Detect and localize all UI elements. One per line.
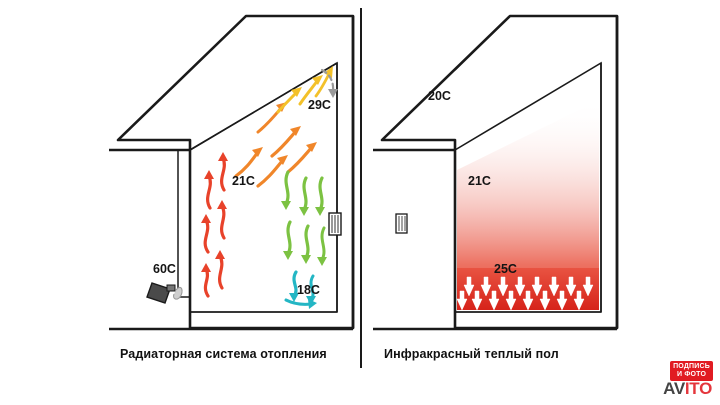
watermark: ПОДПИСЬ И ФОТО AVITO [592,361,714,401]
left-heat-source-unit [146,282,183,304]
temp-label-20c: 20C [428,89,451,103]
temp-label-29c: 29C [308,98,331,112]
temp-label-21c-right: 21C [468,174,491,188]
right-room-inner-walls [454,15,602,313]
left-ceiling-arrows [276,66,333,114]
left-cold-floor-arrows [284,270,317,309]
right-infrared-arrows [456,276,594,311]
watermark-brand-suffix: ITO [684,379,712,398]
watermark-badge: ПОДПИСЬ И ФОТО [670,361,713,381]
watermark-brand: AVITO [663,379,712,399]
temp-label-60c: 60C [153,262,176,276]
right-room-heat-gradient [457,100,599,310]
caption-radiator-system: Радиаторная система отопления [120,347,327,361]
temp-label-18c: 18C [297,283,320,297]
watermark-line2: И ФОТО [676,371,707,378]
watermark-brand-text: AV [663,379,685,398]
temp-label-21c-left: 21C [232,174,255,188]
left-warm-air-arrows [234,102,317,188]
left-hot-air-arrows [201,152,228,298]
left-door-frame [177,149,190,298]
left-cooling-air-arrows [281,170,327,266]
left-house-outline [109,14,355,330]
watermark-line1: ПОДПИСЬ [673,363,710,370]
left-return-air-arrow [320,68,338,98]
caption-infrared-floor: Инфракрасный теплый пол [384,347,559,361]
panel-divider [360,8,362,368]
left-room-edges [189,15,247,312]
right-wall-radiator [395,213,408,234]
left-radiator [328,212,342,236]
temp-label-25c: 25C [494,262,517,276]
